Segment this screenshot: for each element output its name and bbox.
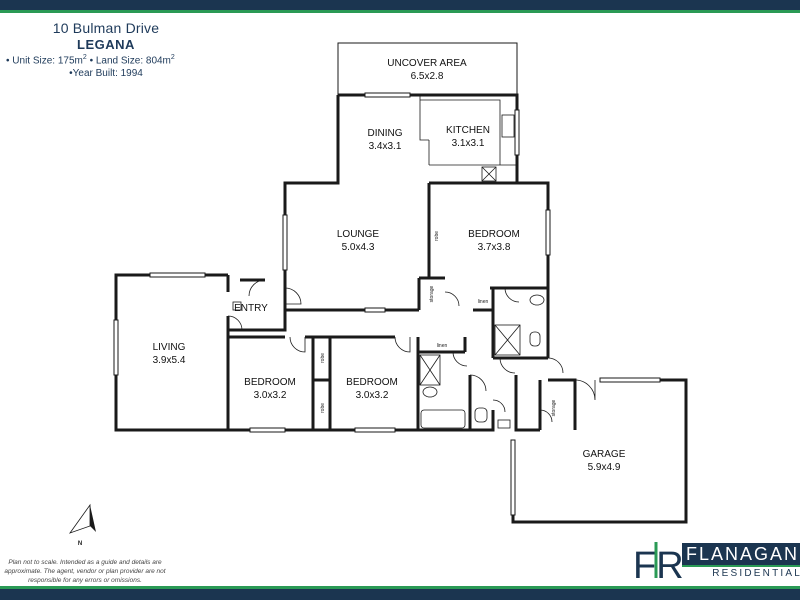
logo-name: FLANAGAN <box>682 543 800 565</box>
room-dim-bedroom-2: 3.0x3.2 <box>254 390 287 401</box>
property-header: 10 Bulman Drive LEGANA • Unit Size: 175m… <box>6 20 206 79</box>
fixtures <box>232 95 545 429</box>
bottom-band-accent <box>0 586 800 589</box>
small-labels: robe storage linen linen robe robe stora… <box>320 231 557 417</box>
wall-entry <box>228 310 287 332</box>
room-labels: UNCOVER AREA 6.5x2.8 DINING 3.4x3.1 KITC… <box>153 58 626 473</box>
room-dim-living: 3.9x5.4 <box>153 355 186 366</box>
land-size: • Land Size: 804m <box>89 55 171 67</box>
room-name-kitchen: KITCHEN <box>446 125 490 136</box>
label-storage-2: storage <box>551 399 557 416</box>
disclaimer: Plan not to scale. Intended as a guide a… <box>4 559 166 584</box>
bath-icon <box>420 409 466 429</box>
room-dim-dining: 3.4x3.1 <box>369 141 402 152</box>
wall-dining-left <box>283 95 340 310</box>
logo-mark: FR <box>633 545 684 587</box>
year-built: •Year Built: 1994 <box>69 68 143 80</box>
bottom-band <box>0 589 800 600</box>
label-robe-2: robe <box>320 353 326 363</box>
toilet-icon-2 <box>474 407 488 423</box>
sink-icon <box>501 114 515 138</box>
compass-icon: N <box>68 503 96 547</box>
address: 10 Bulman Drive <box>52 20 160 36</box>
room-dim-lounge: 5.0x4.3 <box>342 242 375 253</box>
windows <box>113 92 661 516</box>
room-name-garage: GARAGE <box>583 449 626 460</box>
label-storage-1: storage <box>429 285 435 302</box>
label-robe-main: robe <box>434 231 440 241</box>
logo-rule <box>682 565 800 567</box>
logo-mark-icon: FR <box>633 542 684 587</box>
room-name-lounge: LOUNGE <box>337 229 380 240</box>
room-dim-bedroom-main: 3.7x3.8 <box>478 242 511 253</box>
wall-dining-top <box>338 93 519 183</box>
size-line: • Unit Size: 175m2 • Land Size: 804m2 <box>6 54 206 66</box>
room-name-bedroom-2: BEDROOM <box>244 377 296 388</box>
logo-sub: RESIDENTIAL <box>712 568 800 579</box>
label-robe-3: robe <box>320 403 326 413</box>
room-name-dining: DINING <box>368 128 403 139</box>
shower-icon <box>494 324 521 356</box>
toilet-icon <box>529 331 541 347</box>
top-band <box>0 0 800 10</box>
room-name-living: LIVING <box>153 342 186 353</box>
basin-icon-2 <box>422 386 438 398</box>
unit-size-sq: 2 <box>82 54 87 61</box>
wall-bath <box>416 337 470 432</box>
top-band-accent <box>0 10 800 13</box>
brand-logo: FLANAGAN RESIDENTIAL <box>630 538 800 584</box>
room-name-bedroom-main: BEDROOM <box>468 229 520 240</box>
suburb: LEGANA <box>77 37 135 52</box>
room-dim-garage: 5.9x4.9 <box>588 462 621 473</box>
land-size-sq: 2 <box>170 54 175 61</box>
laundry-tub-icon <box>497 419 511 429</box>
uncover-area-outline <box>337 42 518 95</box>
wall-laundry <box>514 375 540 432</box>
room-name-uncover: UNCOVER AREA <box>387 58 467 69</box>
room-name-entry: ENTRY <box>234 303 268 314</box>
label-linen-1: linen <box>478 299 489 305</box>
doors <box>227 279 596 423</box>
shower-icon-2 <box>419 354 441 386</box>
room-name-bedroom-3: BEDROOM <box>346 377 398 388</box>
basin-icon <box>529 294 545 306</box>
label-linen-2: linen <box>437 343 448 349</box>
unit-size: • Unit Size: 175m <box>6 55 83 67</box>
room-dim-kitchen: 3.1x3.1 <box>452 138 485 149</box>
room-dim-uncover: 6.5x2.8 <box>411 71 444 82</box>
compass-label: N <box>78 541 82 547</box>
stove-icon <box>481 166 497 182</box>
room-dim-bedroom-3: 3.0x3.2 <box>356 390 389 401</box>
wall-wc <box>468 375 495 432</box>
